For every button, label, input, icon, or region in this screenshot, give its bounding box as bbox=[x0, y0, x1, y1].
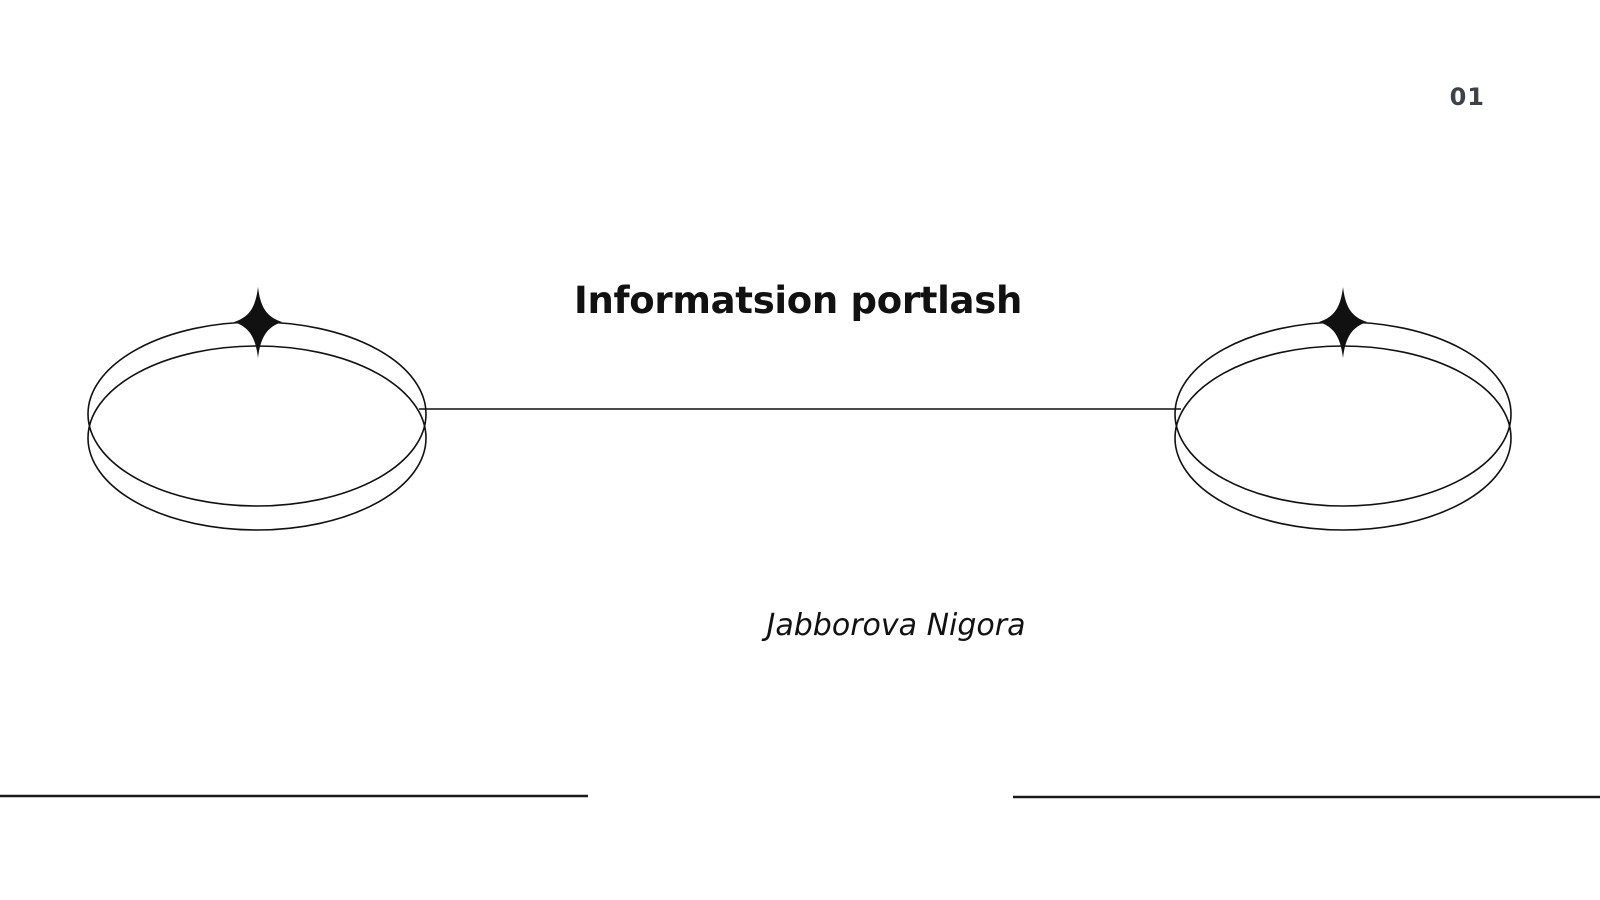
orbit-rings-left bbox=[87, 321, 427, 531]
page-number: 01 bbox=[1449, 83, 1485, 111]
ring-ellipse-lower bbox=[87, 345, 427, 531]
slide-author: Jabborova Nigora bbox=[766, 608, 1026, 643]
sparkle-icon bbox=[234, 287, 282, 358]
sparkle-icon bbox=[1319, 287, 1367, 358]
slide-title: Informatsion portlash bbox=[574, 279, 1022, 322]
ring-ellipse-lower bbox=[1174, 345, 1512, 531]
